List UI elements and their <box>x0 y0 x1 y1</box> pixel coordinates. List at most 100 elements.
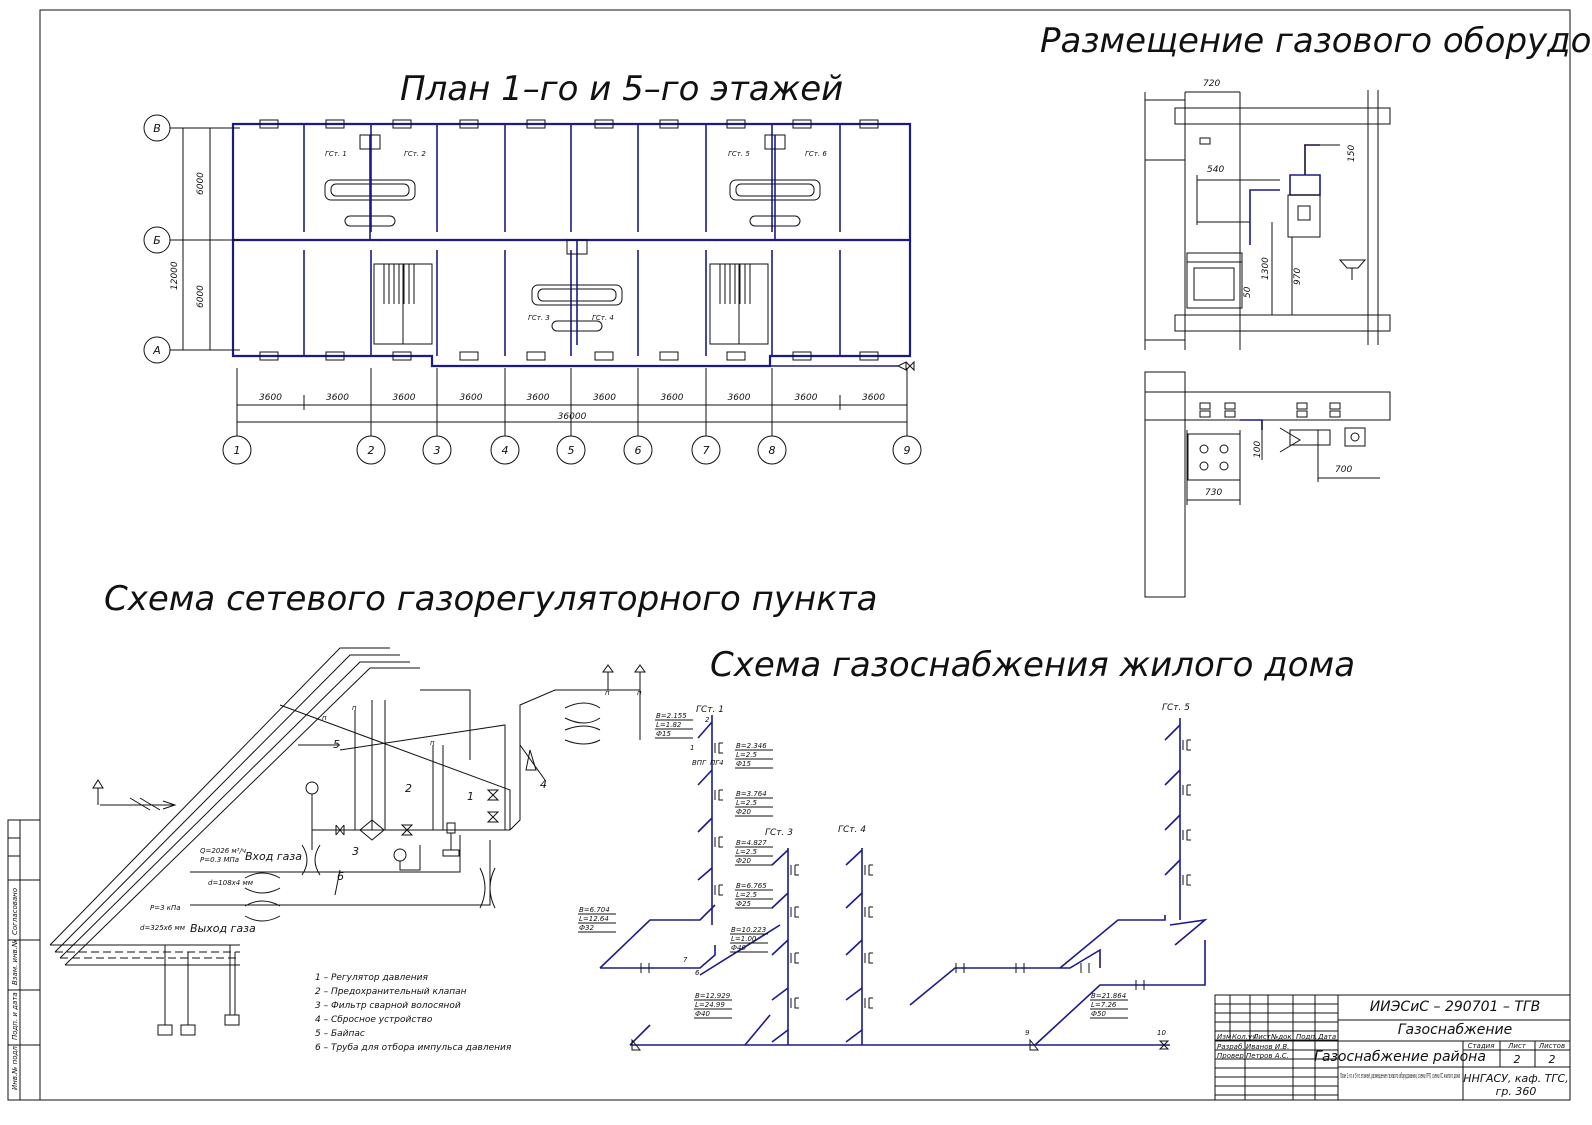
stamp-inv: Инв.№ подл. <box>11 1044 19 1090</box>
dim-150: 150 <box>1347 145 1357 162</box>
supply-tag-line: L=2.5 <box>736 891 757 899</box>
supply-tag-line: В=4.827 <box>736 839 767 847</box>
node-6: 6 <box>695 969 700 977</box>
dim-span: 3600 <box>393 393 416 403</box>
tb-col-2: Лист <box>1252 1033 1272 1041</box>
supply-riser-5: ГСт. 5 <box>1162 703 1190 713</box>
grp-num-4: 4 <box>540 778 547 791</box>
dim-span: 3600 <box>460 393 483 403</box>
grp-num-3: 3 <box>352 845 359 858</box>
dim-12000: 12000 <box>170 261 180 290</box>
axis-col-8: 8 <box>769 444 776 457</box>
tb-sheet-no: 2 <box>1514 1053 1521 1066</box>
legend-2: 2 – Предохранительный клапан <box>315 987 467 997</box>
tb-sheet-hdr: Лист <box>1507 1042 1527 1050</box>
grp-inlet-p: P=0.3 МПа <box>200 856 239 864</box>
grp-outlet-label: Выход газа <box>190 922 256 935</box>
floor-plan <box>231 119 915 372</box>
dim-50: 50 <box>1243 286 1253 298</box>
title-equipment: Размещение газового оборудования <box>1040 21 1592 61</box>
axis-col-7: 7 <box>703 444 710 457</box>
dim-720: 720 <box>1203 79 1220 89</box>
supply-tag-line: Ф20 <box>736 857 751 865</box>
plan-riser-labels: ГСт. 1 ГСт. 2 ГСт. 3 ГСт. 4 ГСт. 5 ГСт. … <box>325 150 827 322</box>
grp-legend: 1 – Регулятор давления 2 – Предохранител… <box>315 973 512 1053</box>
grp-inlet-label: Вход газа <box>245 850 302 863</box>
grp-scheme: 1 2 3 4 5 6 Вход газа Q=2026 м³/ч P=0.3 … <box>49 647 646 1036</box>
supply-tag-line: L=1.00 <box>731 935 757 943</box>
dim-span: 3600 <box>593 393 616 403</box>
tb-stage-hdr: Стадия <box>1468 1042 1495 1050</box>
svg-text:п: п <box>637 689 642 697</box>
title-plan: План 1–го и 5–го этажей <box>400 69 843 109</box>
supply-tag-line: Ф40 <box>695 1010 710 1018</box>
tb-sheets-hdr: Листов <box>1538 1042 1565 1050</box>
dim-span: 3600 <box>527 393 550 403</box>
dim-span: 3600 <box>259 393 282 403</box>
supply-tag-line: В=10.223 <box>731 926 766 934</box>
axis-row-b: Б <box>153 234 161 247</box>
svg-text:п: п <box>352 704 357 712</box>
dim-100: 100 <box>1253 441 1263 458</box>
grp-outlet-p: P=3 кПа <box>150 904 181 912</box>
legend-6: 6 – Труба для отбора импульса давления <box>315 1043 512 1053</box>
grp-num-2: 2 <box>405 782 412 795</box>
legend-4: 4 – Сбросное устройство <box>315 1015 433 1025</box>
tb-col-3: №док <box>1270 1033 1292 1041</box>
axis-col-9: 9 <box>904 444 911 457</box>
grp-num-5: 5 <box>333 738 340 751</box>
tb-role-0: Разраб. <box>1217 1043 1245 1051</box>
legend-1: 1 – Регулятор давления <box>315 973 429 983</box>
dim-6000-top: 6000 <box>196 172 206 195</box>
supply-tag-line: Ф40 <box>731 944 746 952</box>
node-1: 1 <box>690 744 694 752</box>
dim-span: 3600 <box>728 393 751 403</box>
plan-riser-2: ГСт. 2 <box>404 150 426 158</box>
supply-tag-line: Ф20 <box>736 808 751 816</box>
equipment-elevation: 720 540 150 1300 970 50 <box>1144 79 1391 350</box>
supply-tag-line: В=6.765 <box>736 882 767 890</box>
title-grp: Схема сетевого газорегуляторного пункта <box>104 579 877 619</box>
plan-riser-4: ГСт. 4 <box>592 314 614 322</box>
tb-name-0: Иванов И.В. <box>1246 1043 1289 1051</box>
plan-riser-6: ГСт. 6 <box>805 150 827 158</box>
supply-tag-line: Ф25 <box>736 900 751 908</box>
supply-riser-3: ГСт. 3 <box>765 828 793 838</box>
axis-row-a: А <box>152 344 161 357</box>
supply-tag-line: L=1.82 <box>656 721 682 729</box>
legend-3: 3 – Фильтр сварной волосяной <box>315 1001 461 1011</box>
supply-tag-line: L=7.26 <box>1091 1001 1117 1009</box>
supply-tag-line: В=21.864 <box>1091 992 1126 1000</box>
tb-org: ННГАСУ, каф. ТГС, <box>1463 1072 1568 1085</box>
tb-sheet-desc: План 1-го и 5-го этажей, размещение газо… <box>1340 1072 1460 1080</box>
node-2: 2 <box>705 716 710 724</box>
title-block: ИИЭСиС – 290701 – ТГВ Газоснабжение Газо… <box>1214 994 1571 1101</box>
tb-group: гр. 360 <box>1496 1085 1537 1098</box>
stamp-sign: Подп. и дата <box>11 992 19 1040</box>
axis-col-5: 5 <box>568 444 575 457</box>
axis-col-3: 3 <box>434 444 441 457</box>
svg-text:п: п <box>322 714 327 722</box>
grp-num-6: 6 <box>337 870 344 883</box>
axis-row-v: В <box>153 122 161 135</box>
node-10: 10 <box>1157 1029 1166 1037</box>
supply-riser-4: ГСт. 4 <box>838 825 866 835</box>
dim-970: 970 <box>1293 268 1303 285</box>
supply-tag-line: L=2.5 <box>736 751 757 759</box>
dim-1300: 1300 <box>1261 257 1271 280</box>
row-axes: В Б А 6000 6000 12000 <box>143 114 240 364</box>
supply-scheme: ГСт. 1 ГСт. 3 ГСт. 4 ГСт. 5 1 2 6 7 9 10… <box>599 703 1208 1051</box>
stamp-replace: Взам. инв.№ <box>11 940 19 985</box>
plan-riser-5: ГСт. 5 <box>728 150 750 158</box>
node-7: 7 <box>683 956 688 964</box>
tb-code: ИИЭСиС – 290701 – ТГВ <box>1370 999 1541 1015</box>
supply-tag-line: L=2.5 <box>736 799 757 807</box>
supply-tag-line: В=6.704 <box>579 906 610 914</box>
axis-col-4: 4 <box>502 444 509 457</box>
supply-tag-line: Ф32 <box>579 924 594 932</box>
supply-riser-1: ГСт. 1 <box>696 705 724 715</box>
tb-col-5: Дата <box>1317 1033 1336 1041</box>
svg-text:ВПГ: ВПГ <box>692 759 707 767</box>
